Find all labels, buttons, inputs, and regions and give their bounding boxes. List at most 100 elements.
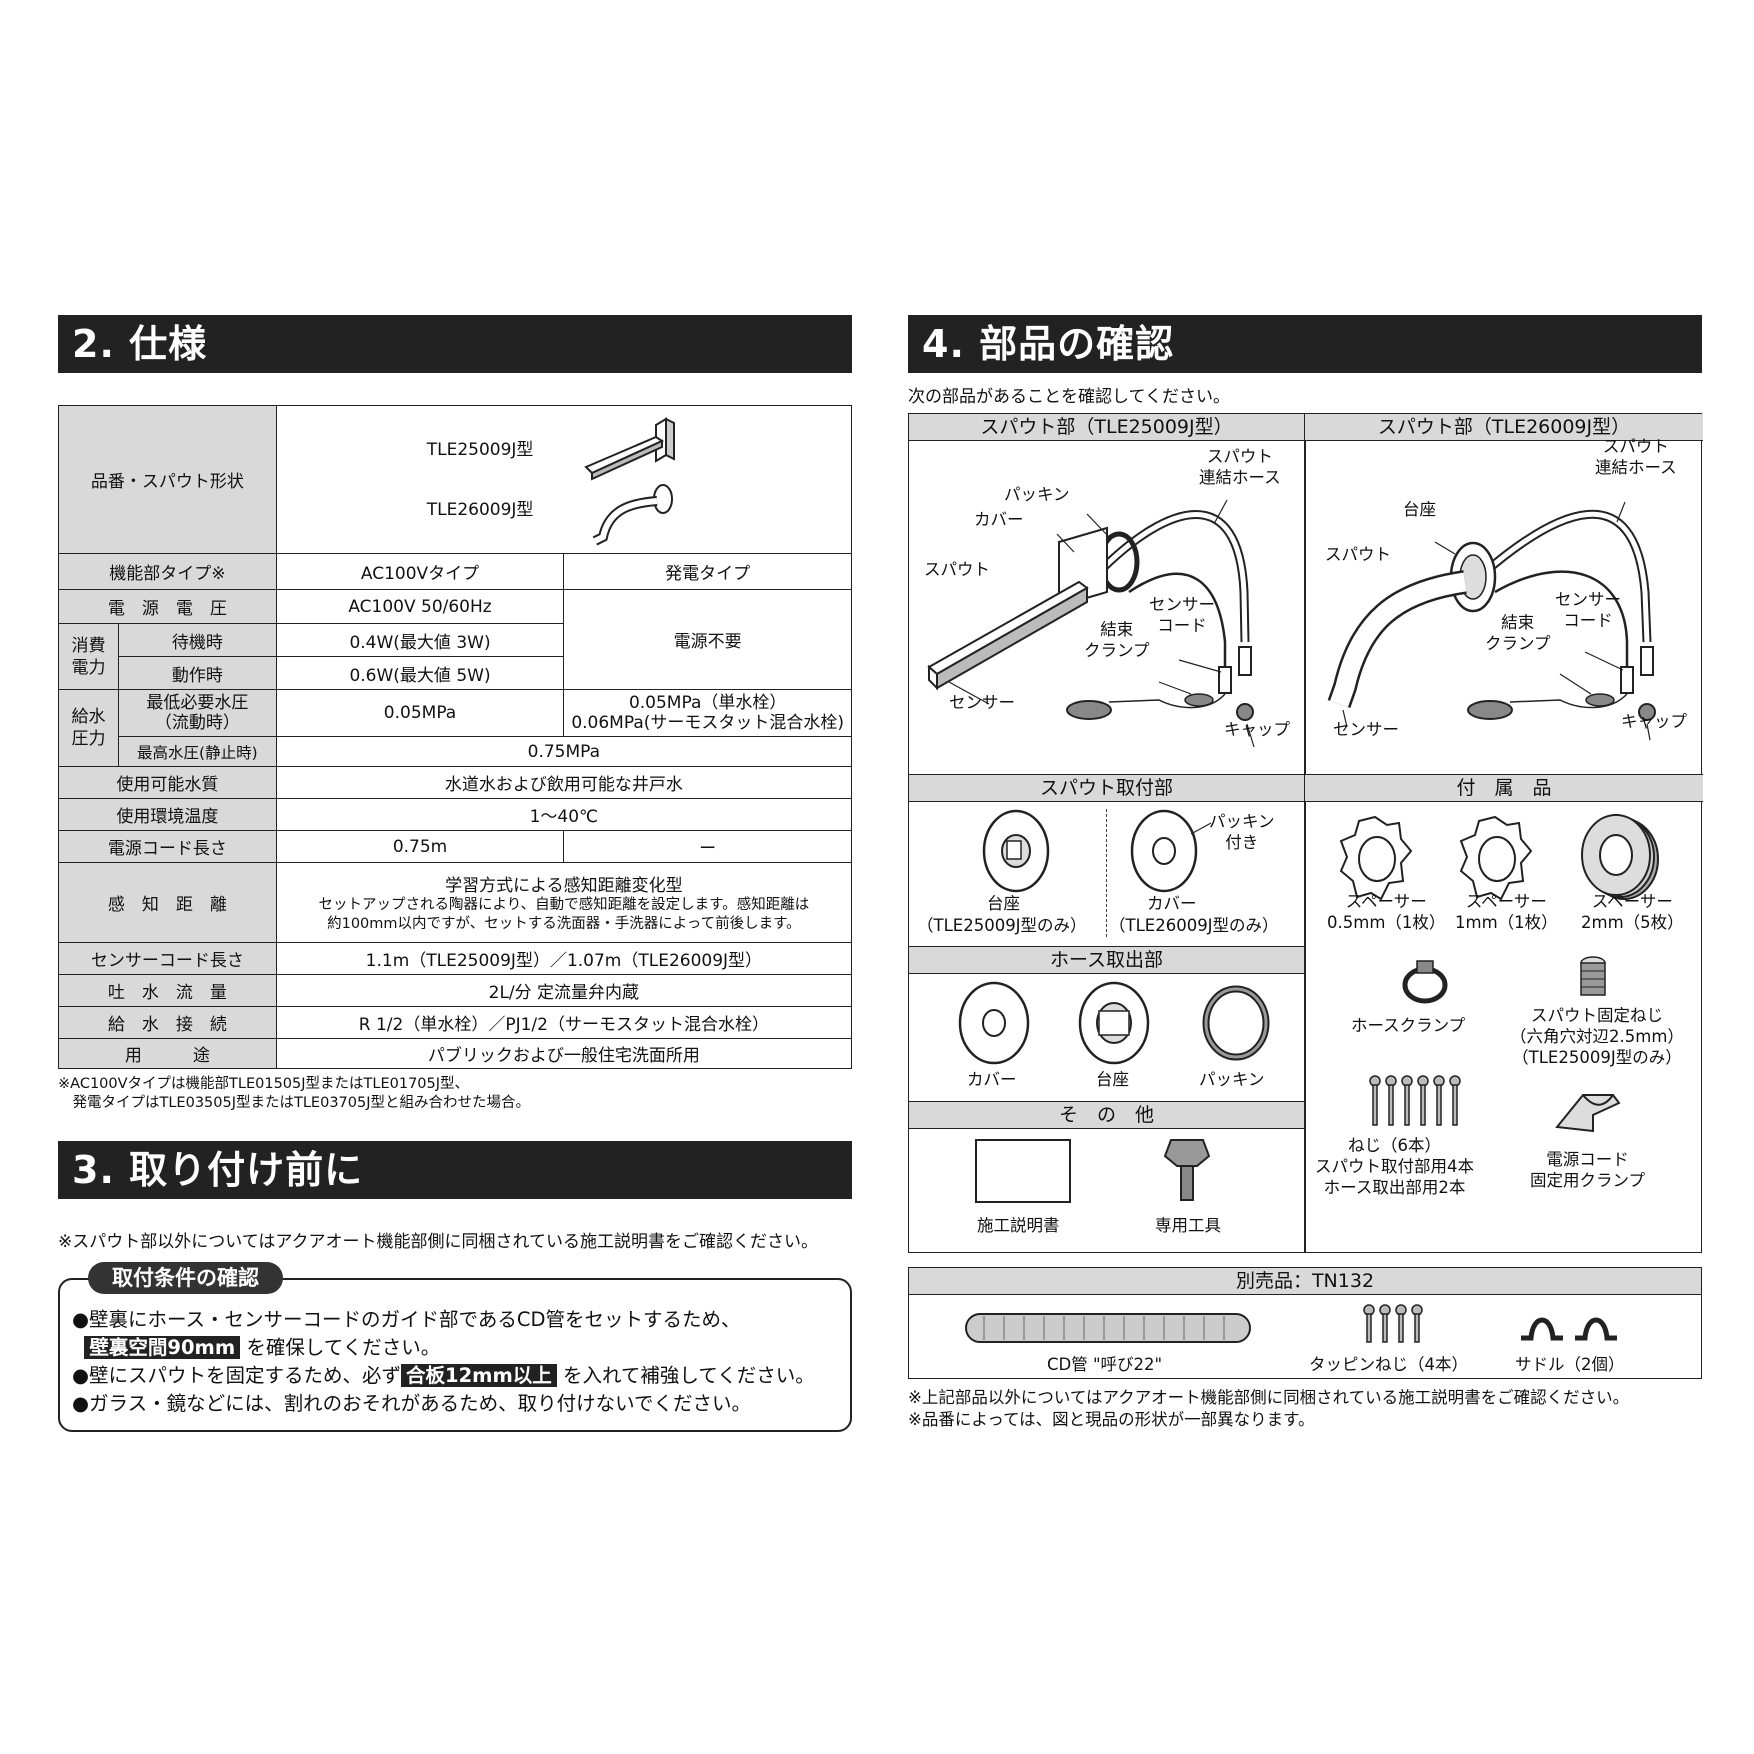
spec-note1: ※AC100Vタイプは機能部TLE01505J型またはTLE01705J型、: [58, 1076, 470, 1092]
cord-clamp-label: 電源コード固定用クランプ: [1530, 1149, 1645, 1191]
s1-packing-label: パッキン: [1004, 485, 1070, 504]
min-pressure-sub: （流動時）: [154, 713, 240, 733]
sold-separately-box: 別売品：TN132 CD管 "呼び22" タッピンねじ（4本） サドル（2個）: [908, 1267, 1702, 1379]
manual-icon: [975, 1139, 1071, 1203]
sp1-size: 0.5mm（1枚）: [1327, 913, 1446, 932]
hose-out-panel: ホース取出部 カバー 台座 パッキン: [909, 946, 1304, 1101]
parts-foot1: ※上記部品以外についてはアクアオート機能部側に同梱されている施工説明書をご確認く…: [908, 1388, 1630, 1407]
temp-label: 使用環境温度: [58, 798, 277, 831]
hose-clamp-icon: [1402, 960, 1448, 1004]
water-label: 使用可能水質: [58, 766, 277, 799]
power-label: 消費電力: [58, 623, 119, 690]
left-column: 2. 仕様 品番・スパウト形状 TLE25009J型 TLE26009J型: [58, 315, 853, 1432]
mount-head: スパウト取付部: [909, 775, 1304, 802]
hose-clamp-label: ホースクランプ: [1351, 1016, 1466, 1035]
spec-note2: 発電タイプはTLE03505J型またはTLE03705J型と組み合わせた場合。: [58, 1095, 530, 1111]
cord-gen: ー: [563, 830, 852, 863]
model-shape-label: 品番・スパウト形状: [58, 405, 277, 554]
max-pressure-label: 最高水圧(静止時): [117, 736, 277, 767]
model-shape-cell: TLE25009J型 TLE26009J型: [275, 405, 853, 554]
s2-hose-l2: 連結ホース: [1595, 458, 1677, 477]
no-power: 電源不要: [563, 589, 852, 690]
hose-packing-icon: [1202, 985, 1270, 1061]
cover-packing-icon: [1130, 809, 1212, 893]
s2-cl-l1: 結束: [1501, 613, 1535, 632]
s1-hose-l1: スパウト: [1206, 447, 1273, 466]
spec-table: 品番・スパウト形状 TLE25009J型 TLE26009J型: [58, 405, 853, 1069]
s2-clamp-label: 結束クランプ: [1485, 612, 1551, 654]
min-pressure-gen: 0.05MPa（単水栓）0.06MPa(サーモスタット混合水栓): [563, 689, 852, 737]
hose-cover-label: カバー: [967, 1070, 1017, 1089]
spout1-panel: スパウト部（TLE25009J型）: [909, 414, 1304, 774]
hose-base-icon: [1078, 981, 1150, 1065]
mount-base-label: 台座: [987, 894, 1020, 913]
connect-label: 給 水 接 続: [58, 1006, 277, 1039]
hose-base-label: 台座: [1096, 1070, 1129, 1089]
condition-box: 取付条件の確認 ●壁裏にホース・センサーコードのガイド部であるCD管をセットする…: [58, 1262, 852, 1432]
tool-label: 専用工具: [1155, 1216, 1221, 1235]
s1-cl-l2: クランプ: [1084, 641, 1150, 660]
sp2-name: スペーサー: [1465, 892, 1547, 911]
cond1-text: ●壁裏にホース・センサーコードのガイド部であるCD管をセットするため、: [72, 1308, 741, 1331]
s1-clamp-label: 結束クランプ: [1084, 619, 1150, 661]
hose-packing-label: パッキン: [1199, 1070, 1265, 1089]
sc-l3: ホース取出部用2本: [1323, 1178, 1466, 1197]
standby-label: 待機時: [117, 623, 277, 657]
pw-l1: パッキン: [1209, 812, 1275, 831]
s1-cover-label: カバー: [974, 510, 1024, 529]
condition-item-2: ●壁にスパウトを固定するため、必ず合板12mm以上 を入れて補強してください。: [72, 1362, 834, 1390]
sp3-size: 2mm（5枚）: [1581, 913, 1684, 932]
operate-val: 0.6W(最大値 5W): [275, 656, 565, 690]
screws-label: ねじ（6本）スパウト取付部用4本ホース取出部用2本: [1315, 1135, 1474, 1198]
spacer-05-icon: [1339, 815, 1413, 901]
connect-val: R 1/2（単水栓）／PJ1/2（サーモスタット混合水栓）: [275, 1006, 853, 1039]
mount-panel: スパウト取付部 パッキン付き 台座 （TLE25009J型のみ） カバー （TL…: [909, 774, 1304, 946]
hose-out-head: ホース取出部: [909, 947, 1304, 974]
standby-val: 0.4W(最大値 3W): [275, 623, 565, 657]
cond2-text-b: を入れて補強してください。: [563, 1364, 815, 1387]
parts-intro: 次の部品があることを確認してください。: [908, 387, 1230, 407]
other-head: そ の 他: [909, 1102, 1304, 1129]
before-note: ※スパウト部以外についてはアクアオート機能部側に同梱されている施工説明書をご確認…: [58, 1232, 819, 1252]
operate-label: 動作時: [117, 656, 277, 690]
s1-hose-label: スパウト連結ホース: [1199, 446, 1281, 488]
acc-head: 付 属 品: [1305, 775, 1703, 802]
spout2-head: スパウト部（TLE26009J型）: [1305, 414, 1703, 441]
min-pressure-gen2: 0.06MPa(サーモスタット混合水栓): [571, 713, 845, 733]
mount-cover-label: カバー: [1147, 894, 1197, 913]
water-val: 水道水および飲用可能な井戸水: [275, 766, 853, 799]
sense-line1: 学習方式による感知距離変化型: [445, 876, 683, 896]
packing-with-label: パッキン付き: [1209, 811, 1275, 853]
s2-sensor-label: センサー: [1333, 720, 1399, 739]
s1-sc-l1: センサー: [1149, 595, 1215, 614]
parts-foot2: ※品番によっては、図と現品の形状が一部異なります。: [908, 1410, 1315, 1429]
sensor-cord-label: センサーコード長さ: [58, 942, 277, 975]
condition-item-3: ●ガラス・鏡などには、割れのおそれがあるため、取り付けないでください。: [72, 1392, 752, 1415]
s2-base-label: 台座: [1403, 500, 1436, 519]
min-pressure-ac: 0.05MPa: [275, 689, 565, 737]
min-pressure-label: 最低必要水圧（流動時）: [117, 689, 277, 737]
fs-l2: （六角穴対辺2.5mm）: [1510, 1027, 1684, 1046]
condition-item-1: ●壁裏にホース・センサーコードのガイド部であるCD管をセットするため、 壁裏空間…: [72, 1306, 834, 1362]
model2-text: TLE26009J型: [426, 500, 534, 520]
temp-val: 1〜40℃: [275, 798, 853, 831]
square-spout-icon: [583, 417, 675, 481]
fs-l3: （TLE25009J型のみ）: [1512, 1048, 1682, 1067]
saddle-icon: [1521, 1317, 1617, 1341]
s1-cap-label: キャップ: [1224, 720, 1290, 739]
round-spout-icon: [592, 484, 673, 546]
before-heading: 3. 取り付け前に: [58, 1141, 852, 1199]
min-pressure-label-text: 最低必要水圧: [146, 693, 249, 713]
base-plate-icon: [982, 809, 1050, 893]
sc-l2: スパウト取付部用4本: [1315, 1157, 1474, 1176]
s2-spout-label: スパウト: [1325, 545, 1391, 564]
base-only-label: （TLE25009J型のみ）: [917, 916, 1087, 935]
gen-type: 発電タイプ: [563, 553, 852, 590]
s2-sc-l1: センサー: [1555, 590, 1621, 609]
spacer-1-icon: [1459, 815, 1533, 901]
screws-icon: [1369, 1075, 1461, 1126]
round-spout-diagram: [1327, 501, 1656, 741]
